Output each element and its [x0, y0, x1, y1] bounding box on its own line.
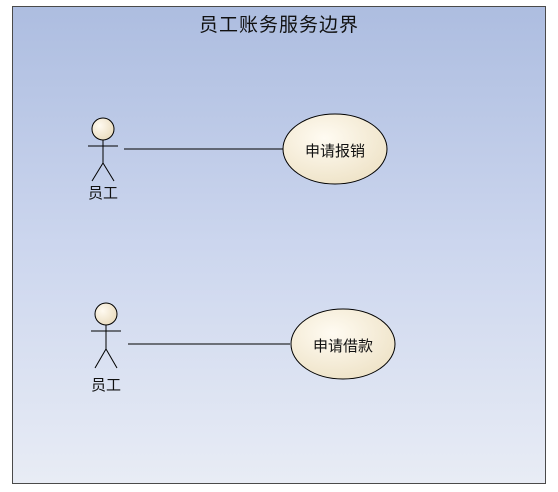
use-case-2[interactable]	[290, 308, 396, 380]
actor-2-left-leg	[94, 348, 107, 369]
actor-1-right-leg	[102, 162, 115, 182]
boundary-title: 员工账务服务边界	[198, 14, 359, 36]
actor-2-right-leg	[105, 348, 118, 369]
actor-2[interactable]	[91, 302, 121, 369]
actor-2-label: 员工	[90, 376, 121, 394]
use-case-1[interactable]	[282, 113, 388, 185]
use-case-1-label: 申请报销	[304, 142, 365, 160]
actor-1[interactable]	[88, 117, 118, 182]
actor-1-left-leg	[91, 162, 104, 182]
actor-1-head	[91, 117, 115, 141]
system-boundary[interactable]	[12, 6, 546, 484]
use-case-2-label: 申请借款	[312, 337, 373, 355]
actor-1-label: 员工	[87, 184, 118, 202]
actor-2-head	[94, 302, 118, 326]
